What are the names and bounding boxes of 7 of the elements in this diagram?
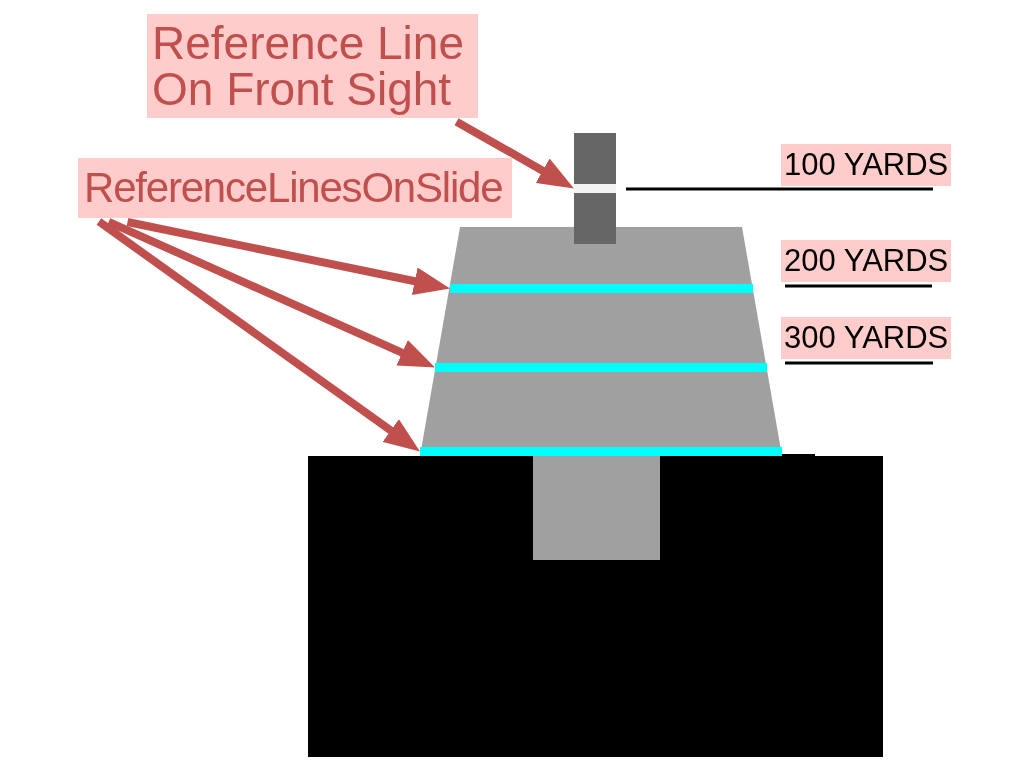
range-label: 200 YARDS xyxy=(781,240,952,282)
range-label: 300 YARDS xyxy=(781,317,952,359)
callout-label: ReferenceLinesOnSlide xyxy=(78,158,512,218)
sight-gap xyxy=(574,184,616,193)
callout-label: Reference Line On Front Sight xyxy=(147,14,478,118)
arrow xyxy=(126,218,451,295)
range-label: 100 YARDS xyxy=(781,144,952,186)
